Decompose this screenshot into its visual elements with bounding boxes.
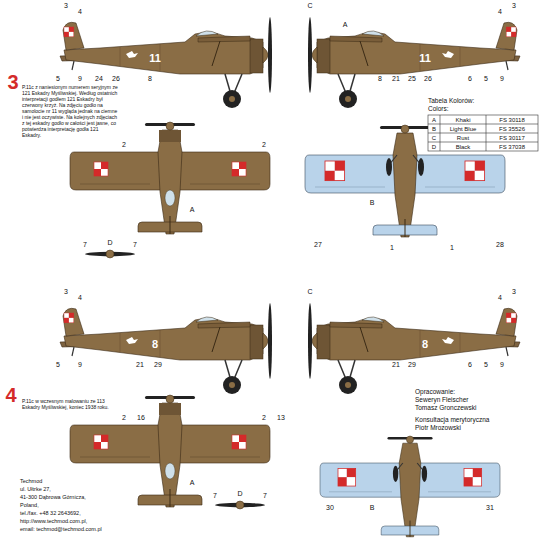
profile-number: 4 [5,384,16,407]
callout-number: 9 [78,361,82,369]
table-cell: Rust [457,135,469,142]
address-line: 41-300 Dąbrowa Górnicza, [20,494,86,500]
callout-number: 30 [326,504,334,512]
table-cell: Light Blue [450,126,477,133]
callout-number: 7 [133,241,137,249]
table-cell: C [432,135,436,142]
callout-number: 29 [408,361,416,369]
table-cell: FS 30118 [499,117,525,124]
callout-number: 26 [112,75,120,83]
callout-number: A [190,206,195,214]
table-title: Tabela Kolorów: [428,97,474,104]
callout-number: 1 [390,244,394,252]
callout-number: 7 [263,492,267,500]
callout-number: 16 [137,414,145,422]
address-line: Techmod [20,478,42,484]
table-cell: Khaki [455,117,470,124]
credit-text: Piotr Mrozowski [415,424,461,431]
callout-number: 29 [154,361,162,369]
callout-number: 26 [424,75,432,83]
callout-number: 3 [512,288,516,296]
table-cell: FS 30117 [499,135,525,142]
callout-number: 1 [450,244,454,252]
callout-number: 3 [512,2,516,10]
callout-number: 2 [262,141,266,149]
address-line: Poland, [20,502,39,508]
callout-number: 6 [468,361,472,369]
credit-text: Seweryn Fleischer [415,396,468,403]
aircraft-number: 8 [152,338,158,351]
caption-text: P.11c w wczesnym malowaniu ze 113 Eskadr… [22,398,118,410]
callout-number: 21 [136,361,144,369]
callout-number: D [107,239,112,247]
address-line: email: techmod@techmod.com.pl [20,526,102,532]
callout-number: 31 [486,504,494,512]
callout-number: 13 [277,414,285,422]
callout-number: 24 [95,75,103,83]
caption-text: P.11c z naniesionym numerem seryjnym ze … [22,84,118,138]
callout-number: 4 [498,8,502,16]
callout-number: 5 [56,75,60,83]
callout-number: 28 [496,241,504,249]
callout-number: 9 [500,361,504,369]
table-cell: Black [456,144,471,151]
callout-number: 3 [64,288,68,296]
callout-number: 27 [314,241,322,249]
callout-number: 3 [64,2,68,10]
callout-number: 9 [78,75,82,83]
table-cell: FS 37038 [499,144,525,151]
table-cell: D [432,144,436,151]
callout-number: C [307,2,312,10]
table-cell: A [432,117,436,124]
address-line: ul. Ułtrke 27, [20,486,51,492]
aircraft-number: 11 [419,52,431,65]
callout-number: 6 [468,75,472,83]
callout-number: 4 [78,294,82,302]
callout-number: 7 [213,492,217,500]
callout-number: A [343,21,348,29]
address-line: tel./fax. +48 32 2643692, [20,510,81,516]
callout-number: 2 [122,141,126,149]
callout-number: 9 [500,75,504,83]
aircraft-number: 11 [149,52,161,65]
callout-number: B [370,199,375,207]
callout-number: 21 [392,75,400,83]
callout-number: 25 [408,75,416,83]
credit-text: Tomasz Gronczewski [415,404,476,411]
table-title: Colors: [428,105,449,112]
callout-number: A [190,479,195,487]
callout-number: 4 [498,294,502,302]
callout-number: 8 [378,75,382,83]
callout-number: 5 [484,361,488,369]
callout-number: 8 [148,75,152,83]
credit-text: Opracowanie: [415,388,455,395]
address-line: http://www.techmod.com.pl, [20,518,87,524]
credit-text: Konsultacja merytoryczna [415,416,489,423]
callout-number: 5 [56,361,60,369]
callout-number: B [370,504,375,512]
callout-number: 21 [392,361,400,369]
aircraft-number: 8 [422,338,428,351]
callout-number: C [307,288,312,296]
callout-number: 4 [78,8,82,16]
color-table [428,115,538,151]
profile-number: 3 [7,71,18,94]
table-cell: FS 35526 [499,126,525,133]
callout-number: D [237,490,242,498]
callout-number: 7 [83,241,87,249]
table-cell: B [432,126,436,133]
callout-number: 5 [484,75,488,83]
callout-number: 2 [122,414,126,422]
callout-number: 2 [262,414,266,422]
